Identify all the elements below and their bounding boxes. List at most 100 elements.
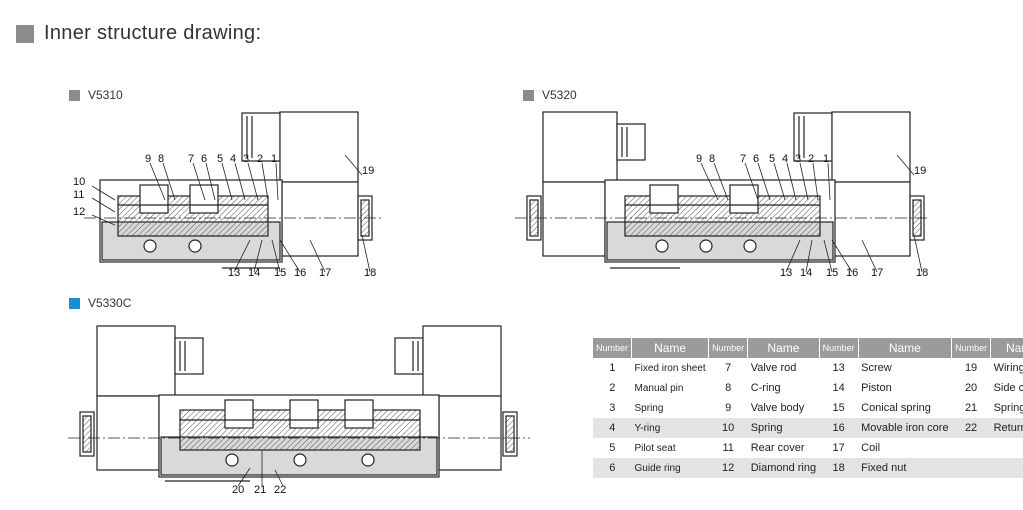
table-cell: 4 xyxy=(593,418,632,438)
heading-square-icon xyxy=(16,24,34,43)
table-cell: 9 xyxy=(725,402,732,414)
callout: 4 xyxy=(230,153,236,165)
model-name: V5310 xyxy=(88,88,123,102)
section-heading: Inner structure drawing: xyxy=(16,22,261,45)
table-cell: 11 xyxy=(722,442,734,454)
model-square-icon xyxy=(69,297,80,309)
v5330c-callouts: 20 21 22 xyxy=(232,484,286,496)
table-cell: 16 xyxy=(819,418,859,438)
table-cell: 14 xyxy=(832,382,845,394)
callout: 13 xyxy=(228,267,240,279)
table-cell: 3 xyxy=(609,402,616,414)
leader-lines xyxy=(91,154,923,487)
table-cell xyxy=(990,458,1023,478)
table-header-cell: Name xyxy=(990,338,1023,358)
callout: 3 xyxy=(795,153,801,165)
callout: 11 xyxy=(73,189,84,201)
table-cell: Wiring box xyxy=(993,362,1023,374)
callout: 9 xyxy=(696,153,702,165)
table-cell: Movable iron core xyxy=(858,418,952,438)
v5320-drawing xyxy=(515,111,930,269)
table-cell: 17 xyxy=(832,442,845,454)
table-cell: 21 xyxy=(964,402,978,414)
model-name: V5330C xyxy=(88,296,132,310)
table-cell: Spring xyxy=(993,402,1023,414)
callout: 1 xyxy=(271,153,277,165)
table-cell: Piston xyxy=(861,382,892,394)
callout: 22 xyxy=(274,484,286,496)
table-cell: 7 xyxy=(725,362,732,374)
table-cell: 2 xyxy=(609,382,616,394)
callout: 16 xyxy=(294,267,306,279)
callout: 8 xyxy=(158,153,164,165)
callout: 2 xyxy=(257,153,263,165)
callout: 6 xyxy=(201,153,207,165)
callout: 14 xyxy=(800,267,812,279)
table-cell: Fixed iron sheet xyxy=(634,362,706,374)
callout: 16 xyxy=(846,267,858,279)
model-square-icon xyxy=(69,89,80,101)
callout: 15 xyxy=(826,267,838,279)
callout: 13 xyxy=(780,267,792,279)
callout: 19 xyxy=(362,165,374,177)
table-header-cell: Number xyxy=(951,338,992,358)
callout: 18 xyxy=(364,267,376,279)
table-cell: Diamond ring xyxy=(747,458,820,478)
table-cell: 8 xyxy=(725,382,732,394)
table-cell: 19 xyxy=(964,362,978,374)
model-name: V5320 xyxy=(542,88,577,102)
callout: 17 xyxy=(871,267,883,279)
callout: 18 xyxy=(916,267,928,279)
callout: 10 xyxy=(73,176,85,188)
callout: 9 xyxy=(145,153,151,165)
v5310-callouts: 9 8 7 6 5 4 3 2 1 10 11 12 13 14 15 16 1… xyxy=(73,153,376,279)
callout: 1 xyxy=(823,153,829,165)
table-cell: Return seat xyxy=(990,418,1023,438)
table-header-cell: Number xyxy=(593,338,633,358)
table-cell: 6 xyxy=(593,458,632,478)
callout: 7 xyxy=(740,153,746,165)
table-cell: Spring xyxy=(747,418,820,438)
table-header-cell: Number xyxy=(708,338,749,358)
callout: 19 xyxy=(914,165,926,177)
table-header-cell: Name xyxy=(858,338,953,358)
callout: 14 xyxy=(248,267,260,279)
callout: 5 xyxy=(769,153,775,165)
table-cell: Valve body xyxy=(750,402,805,414)
table-header-cell: Name xyxy=(631,338,710,358)
table-cell xyxy=(952,438,991,458)
model-label-v5330c: V5330C xyxy=(69,296,131,310)
table-cell: 18 xyxy=(819,458,859,478)
callout: 4 xyxy=(782,153,788,165)
table-cell: Spring xyxy=(634,402,664,414)
table-cell xyxy=(951,458,991,478)
callout: 12 xyxy=(73,206,85,218)
callout: 17 xyxy=(319,267,331,279)
callout: 7 xyxy=(188,153,194,165)
model-square-icon xyxy=(523,89,534,101)
table-cell: Valve rod xyxy=(750,362,797,374)
table-cell: 15 xyxy=(832,402,845,414)
model-label-v5310: V5310 xyxy=(69,88,123,102)
table-cell: Conical spring xyxy=(861,402,931,414)
table-row: 4 Y-ring 10 Spring 16 Movable iron core … xyxy=(593,418,1023,438)
table-row: 3 Spring 9 Valve body 15 Conical spring … xyxy=(593,398,1023,418)
table-row: 2 Manual pin 8 C-ring 14 Piston 20 Side … xyxy=(593,378,1023,398)
callout: 8 xyxy=(709,153,715,165)
table-cell: 1 xyxy=(609,362,616,374)
table-cell: 12 xyxy=(708,458,748,478)
table-cell: 20 xyxy=(964,382,978,394)
model-label-v5320: V5320 xyxy=(523,88,577,102)
table-cell: 10 xyxy=(708,418,748,438)
v5330c-drawing xyxy=(68,325,530,482)
table-cell: 5 xyxy=(609,442,616,454)
table-cell: Manual pin xyxy=(634,382,684,394)
table-header-cell: Name xyxy=(747,338,820,358)
table-cell: C-ring xyxy=(750,382,781,394)
callout: 21 xyxy=(254,484,266,496)
parts-table: Number Name Number Name Number Name Numb… xyxy=(593,338,1023,478)
table-header-row: Number Name Number Name Number Name Numb… xyxy=(593,338,1023,358)
table-cell: Side cover xyxy=(993,382,1023,394)
callout: 6 xyxy=(753,153,759,165)
